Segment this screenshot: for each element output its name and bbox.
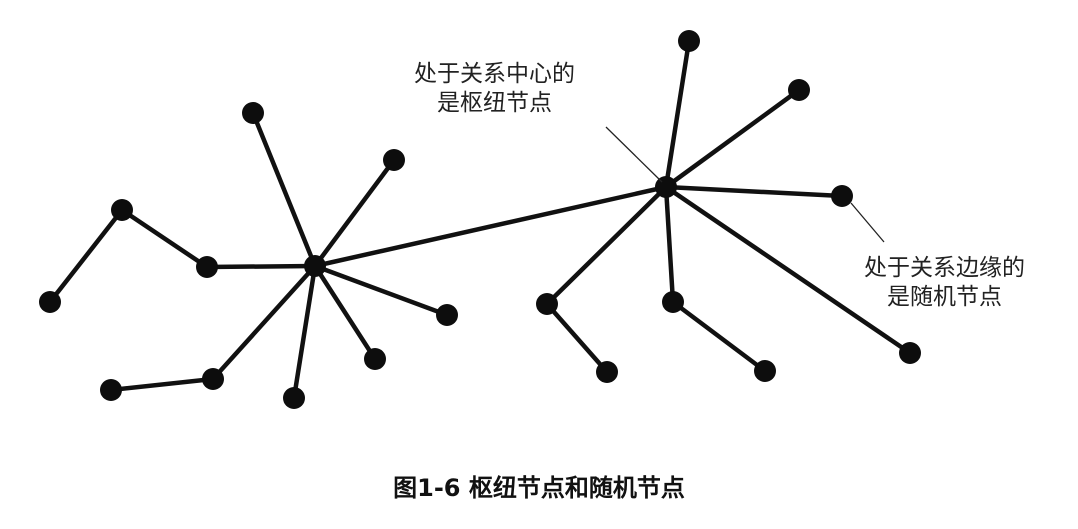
node-l2	[383, 149, 405, 171]
node-r6	[662, 291, 684, 313]
edge-hubL-l8	[291, 263, 318, 401]
node-r3	[831, 185, 853, 207]
node-l1	[242, 102, 264, 124]
random-annotation-line2: 是随机节点	[887, 284, 1002, 310]
node-r2	[788, 79, 810, 101]
hub-annotation: 处于关系中心的 是枢纽节点	[414, 60, 575, 118]
edge-hubL-l9	[210, 263, 318, 382]
hub-annotation-line2: 是枢纽节点	[437, 90, 552, 116]
node-r1	[678, 30, 700, 52]
node-r8	[899, 342, 921, 364]
edge-hubL-l1	[250, 110, 318, 269]
edge-hubR-r8	[663, 184, 913, 356]
edge-hubR-r6	[663, 184, 676, 305]
edge-hubL-l7	[312, 263, 378, 362]
edge-l9-l10	[108, 376, 216, 393]
edge-hubR-r3	[663, 184, 845, 199]
node-l4	[111, 199, 133, 221]
node-r4	[536, 293, 558, 315]
edge-hubR-r1	[663, 38, 692, 190]
node-l5	[39, 291, 61, 313]
edge-hubR-r2	[663, 87, 802, 190]
edge-hubL-l6	[312, 263, 450, 318]
edge-r6-r7	[670, 299, 768, 374]
nodes	[39, 30, 921, 409]
random-annotation-leader	[850, 202, 885, 243]
node-l6	[436, 304, 458, 326]
node-l9	[202, 368, 224, 390]
hub-annotation-leader	[605, 126, 663, 183]
hub-node-hubR	[655, 176, 677, 198]
random-annotation: 处于关系边缘的 是随机节点	[864, 254, 1025, 312]
node-l10	[100, 379, 122, 401]
edge-r4-r5	[544, 301, 610, 375]
hub-node-hubL	[304, 255, 326, 277]
edge-hubL-l3	[204, 263, 318, 270]
edge-hubL-hubR	[312, 184, 669, 269]
hub-annotation-line1: 处于关系中心的	[414, 61, 575, 87]
random-annotation-line1: 处于关系边缘的	[864, 255, 1025, 281]
edge-l3-l4	[119, 207, 210, 270]
node-l3	[196, 256, 218, 278]
edge-hubR-r4	[544, 184, 669, 307]
node-r5	[596, 361, 618, 383]
node-l8	[283, 387, 305, 409]
node-l7	[364, 348, 386, 370]
edge-l4-l5	[47, 207, 125, 305]
node-r7	[754, 360, 776, 382]
figure-caption: 图1-6 枢纽节点和随机节点	[393, 474, 685, 502]
edge-hubL-l2	[312, 157, 397, 269]
edges	[47, 38, 913, 401]
